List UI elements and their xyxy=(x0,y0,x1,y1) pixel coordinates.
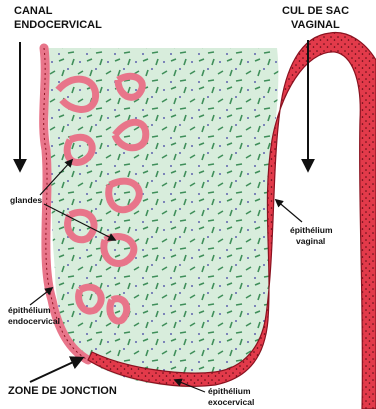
zone-jonction-arrow xyxy=(30,358,82,382)
epi-vaginal-label-line2: vaginal xyxy=(296,236,325,246)
epi-exo-label-line2: exocervical xyxy=(208,397,254,407)
cul-de-sac-label-line2: VAGINAL xyxy=(291,19,340,31)
stroma-tissue xyxy=(44,48,278,387)
epi-vaginal-pointer xyxy=(276,200,302,222)
cul-de-sac-label-line1: CUL DE SAC xyxy=(282,5,349,17)
epi-endo-label-line1: épithélium xyxy=(8,305,51,315)
epi-exo-label-line1: épithélium xyxy=(208,386,251,396)
glandes-label: glandes xyxy=(10,195,42,205)
canal-label-line1: CANAL xyxy=(14,5,53,17)
zone-jonction-label: ZONE DE JONCTION xyxy=(8,385,117,397)
epi-vaginal-label-line1: épithélium xyxy=(290,225,333,235)
epi-endo-label-line2: endocervical xyxy=(8,316,60,326)
canal-label-line2: ENDOCERVICAL xyxy=(14,19,102,31)
